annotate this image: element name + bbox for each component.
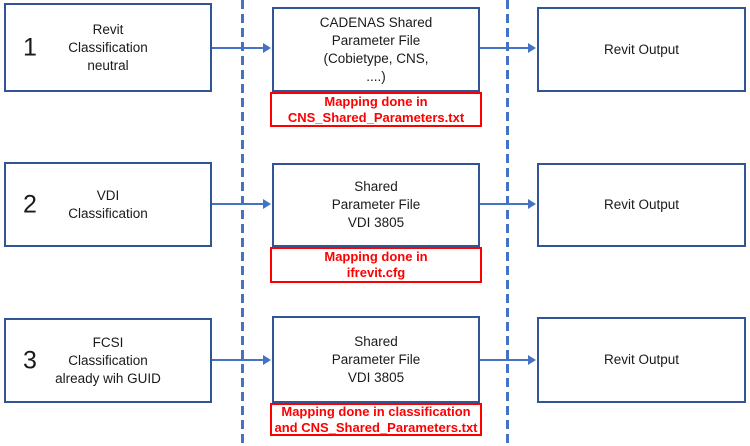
input-label-1: Revit Classification neutral	[68, 21, 148, 73]
input-box-3: 3 FCSI Classification already wih GUID	[4, 318, 212, 403]
output-box-3: Revit Output	[537, 317, 746, 403]
arrow-input-to-process-1	[212, 47, 263, 49]
process-box-1: CADENAS Shared Parameter File (Cobietype…	[272, 7, 480, 92]
output-box-2: Revit Output	[537, 163, 746, 247]
row-number-1: 1	[23, 33, 37, 61]
row-number-2: 2	[23, 190, 37, 218]
output-box-1: Revit Output	[537, 7, 746, 92]
input-box-2: 2 VDI Classification	[4, 162, 212, 247]
mapping-annotation-3: Mapping done in classification and CNS_S…	[270, 403, 482, 436]
mapping-annotation-label-1: Mapping done in CNS_Shared_Parameters.tx…	[287, 93, 465, 125]
process-box-2: Shared Parameter File VDI 3805	[272, 163, 480, 247]
output-label-1: Revit Output	[603, 41, 680, 57]
mapping-annotation-label-2: Mapping done in ifrevit.cfg	[324, 249, 428, 280]
process-label-3: Shared Parameter File VDI 3805	[331, 333, 421, 385]
input-label-2: VDI Classification	[68, 187, 148, 221]
input-box-1: 1 Revit Classification neutral	[4, 3, 212, 92]
arrow-process-to-output-2	[480, 203, 528, 205]
lane-divider-left	[241, 0, 244, 446]
output-label-3: Revit Output	[603, 352, 680, 367]
arrow-input-to-process-2	[212, 203, 263, 205]
arrow-process-to-output-3	[480, 359, 528, 361]
row-number-3: 3	[23, 346, 37, 374]
process-label-2: Shared Parameter File VDI 3805	[331, 179, 421, 230]
output-label-2: Revit Output	[603, 197, 680, 212]
lane-divider-right	[506, 0, 509, 446]
process-label-1: CADENAS Shared Parameter File (Cobietype…	[319, 14, 433, 84]
arrow-input-to-process-3	[212, 359, 263, 361]
arrow-process-to-output-1	[480, 47, 528, 49]
mapping-annotation-1: Mapping done in CNS_Shared_Parameters.tx…	[270, 92, 482, 127]
process-box-3: Shared Parameter File VDI 3805	[272, 316, 480, 403]
mapping-annotation-label-3: Mapping done in classification and CNS_S…	[274, 403, 478, 435]
mapping-annotation-2: Mapping done in ifrevit.cfg	[270, 247, 482, 283]
input-label-3: FCSI Classification already wih GUID	[55, 334, 161, 386]
